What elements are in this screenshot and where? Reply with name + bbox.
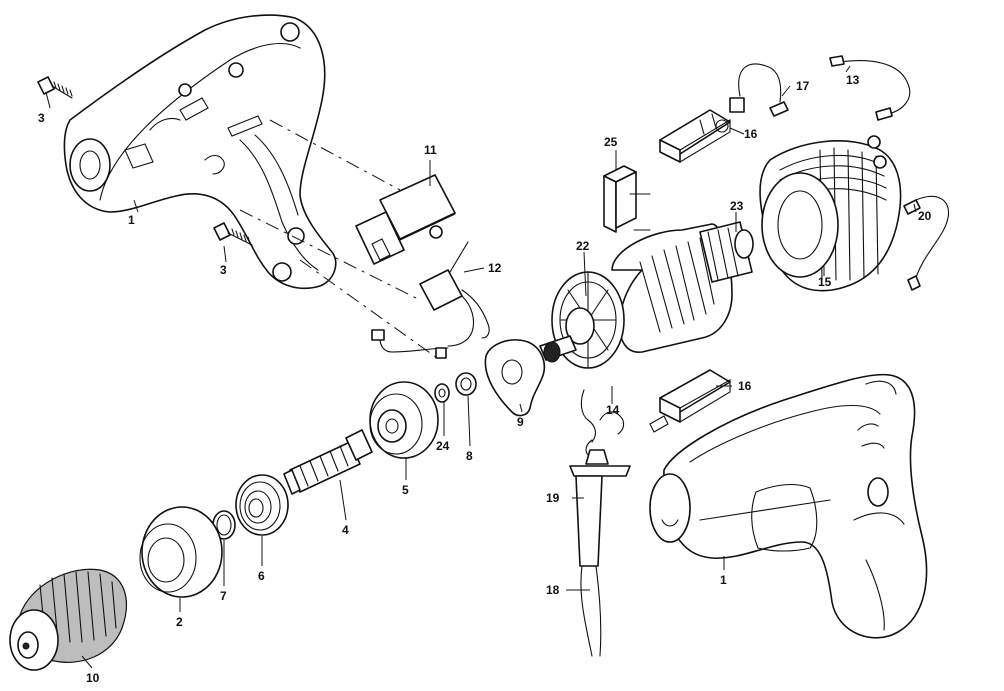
ball-bearing [235, 474, 289, 536]
gear-plate [484, 339, 546, 417]
callout-24: 24 [436, 439, 450, 453]
callout-4: 4 [342, 523, 349, 537]
trigger-switch [355, 174, 456, 265]
callout-1-body: 1 [720, 573, 727, 587]
brush-holder-upper [659, 109, 731, 163]
callout-13: 13 [846, 73, 860, 87]
callout-23: 23 [730, 199, 744, 213]
gear-housing-ring [139, 506, 223, 598]
stator-field-coil [759, 135, 902, 292]
callout-17: 17 [796, 79, 810, 93]
armature-rotor [539, 221, 754, 369]
callout-6: 6 [258, 569, 265, 583]
brush-holder-lower [649, 369, 731, 433]
callout-25: 25 [604, 135, 618, 149]
callout-5: 5 [402, 483, 409, 497]
callout-10: 10 [86, 671, 100, 685]
callout-3-lower: 3 [220, 263, 227, 277]
callout-22: 22 [576, 239, 590, 253]
callout-16-upper: 16 [744, 127, 758, 141]
callout-12: 12 [488, 261, 502, 275]
spindle [283, 429, 373, 495]
gear-wheel [369, 381, 439, 459]
washer [434, 383, 450, 403]
leader-lines [45, 65, 917, 669]
drill-chuck [9, 568, 127, 671]
drill-body-assembled [649, 373, 928, 639]
bushing [455, 372, 477, 396]
callout-11: 11 [424, 143, 437, 157]
brush-bracket [603, 165, 651, 233]
callout-8: 8 [466, 449, 473, 463]
callout-15: 15 [818, 275, 832, 289]
callout-2: 2 [176, 615, 183, 629]
lead-wire-17 [729, 63, 789, 117]
screw-upper [37, 76, 73, 99]
housing-half-left [63, 14, 337, 290]
callout-18: 18 [546, 583, 560, 597]
suppressor-capacitor [371, 241, 490, 359]
callout-19: 19 [546, 491, 560, 505]
callout-14: 14 [606, 403, 620, 417]
lead-wire-13 [829, 55, 911, 121]
callout-7: 7 [220, 589, 227, 603]
callout-9: 9 [517, 415, 524, 429]
callout-16-lower: 16 [738, 379, 752, 393]
power-cord [569, 389, 631, 657]
callout-1-housing: 1 [128, 213, 135, 227]
lead-wire-20 [903, 195, 950, 291]
screw-lower [213, 222, 253, 246]
callout-3-upper: 3 [38, 111, 45, 125]
callout-20: 20 [918, 209, 932, 223]
